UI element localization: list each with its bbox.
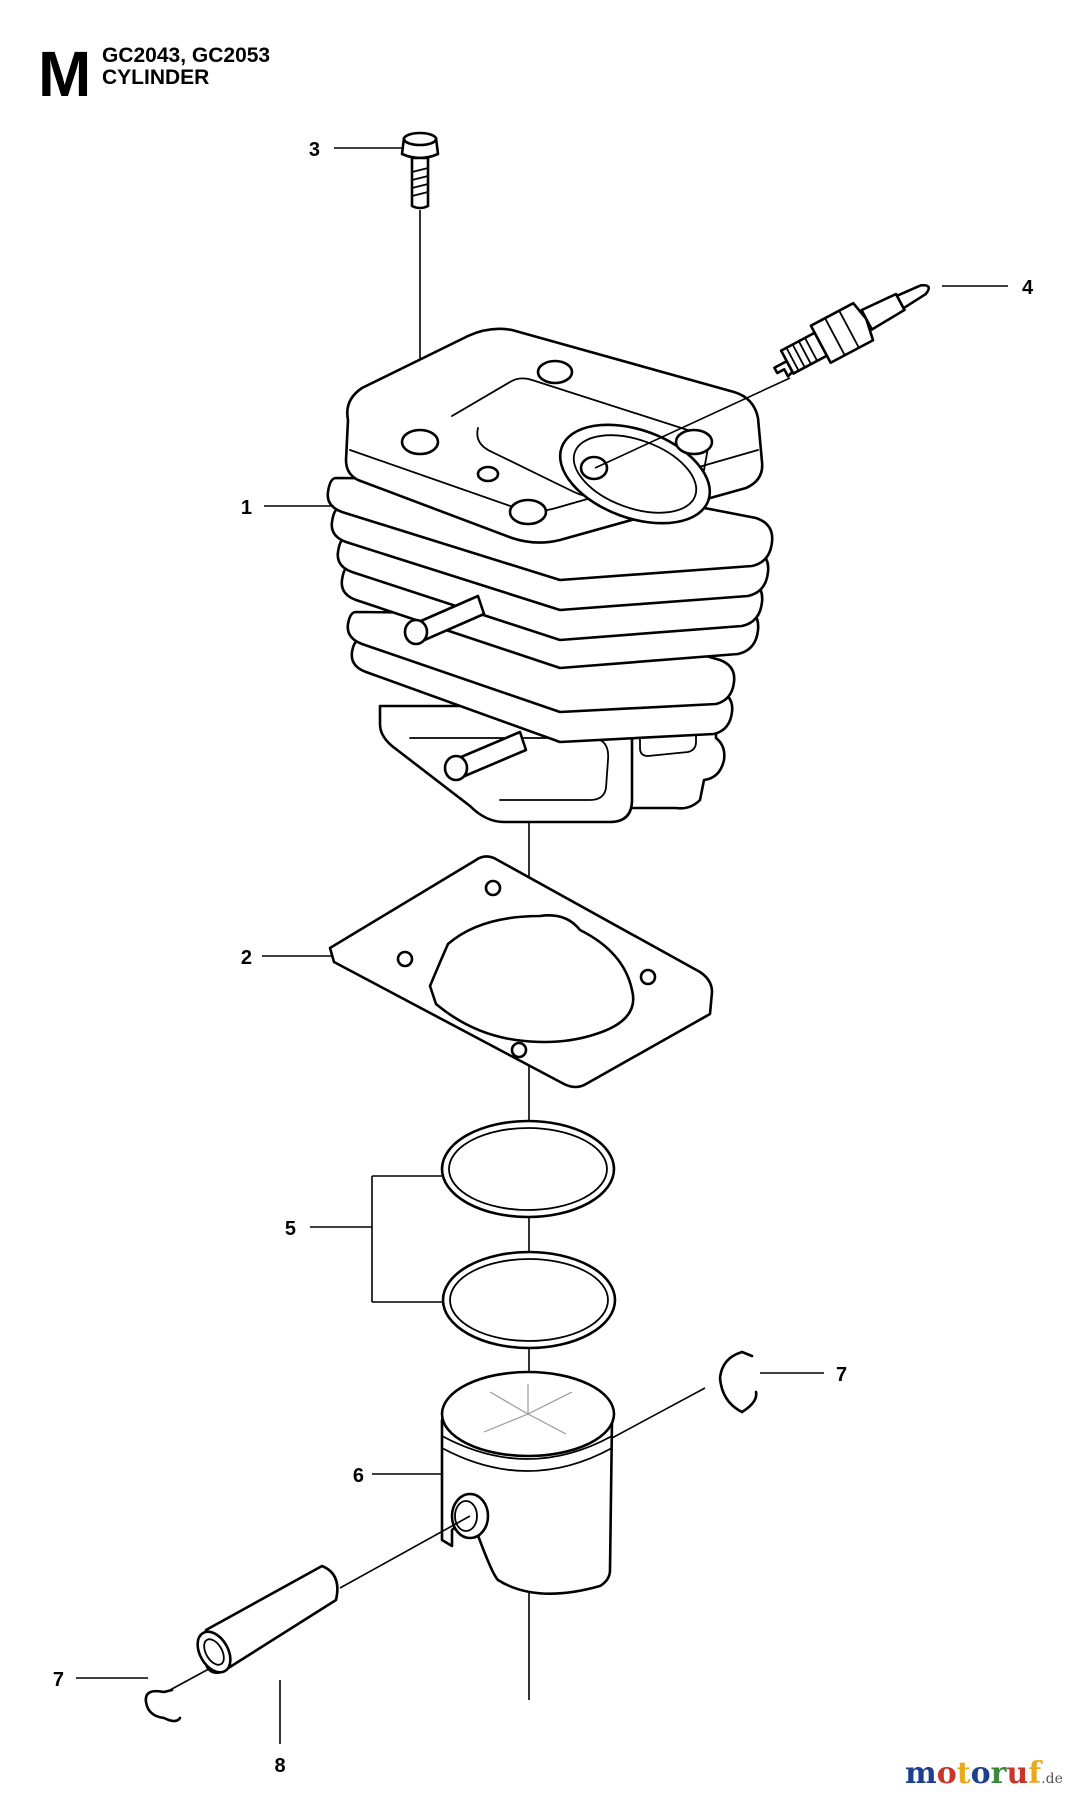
watermark-tld: .de xyxy=(1041,1771,1063,1787)
gasket-hole-top xyxy=(484,879,502,897)
circlip-left[interactable] xyxy=(144,1688,182,1723)
callout-7-left: 7 xyxy=(53,1669,64,1691)
spark-plug-hex xyxy=(809,301,875,365)
watermark-letter: u xyxy=(1006,1756,1029,1791)
callout-5: 5 xyxy=(285,1218,296,1240)
circlip-right[interactable] xyxy=(718,1350,758,1414)
callout-2: 2 xyxy=(241,947,252,969)
piston-ring-groove-1 xyxy=(441,1435,613,1460)
watermark-letter: t xyxy=(956,1756,971,1791)
watermark-letter: m xyxy=(905,1756,937,1791)
spark-plug-terminal xyxy=(895,283,931,310)
watermark-letter: f xyxy=(1028,1756,1042,1791)
gasket-bore xyxy=(428,914,635,1044)
head-bolt-hole-2 xyxy=(536,359,574,385)
section-letter: M xyxy=(38,38,92,110)
spark-plug-hex-edges xyxy=(824,309,860,357)
screw-shank xyxy=(410,156,430,210)
spark-plug-boss xyxy=(558,423,712,525)
head-bolt-hole-1 xyxy=(400,428,440,456)
piston-crown-marks xyxy=(483,1384,573,1435)
page-title: CYLINDER xyxy=(102,66,210,89)
callout-7-right: 7 xyxy=(836,1364,847,1386)
gasket-hole-left xyxy=(396,950,414,968)
circlip-left-shape xyxy=(144,1688,182,1723)
piston-ring-lower-outer xyxy=(441,1250,617,1350)
piston-pin-bore-inner xyxy=(454,1500,478,1532)
spark-plug[interactable] xyxy=(765,268,938,387)
screw-thread xyxy=(411,167,429,197)
piston-ring-groove-2 xyxy=(441,1447,613,1472)
cylinder-screw[interactable] xyxy=(400,131,440,210)
head-bolt-hole-4 xyxy=(508,498,548,526)
cylinder[interactable] xyxy=(326,327,774,824)
piston-ring-upper-outer xyxy=(440,1119,616,1219)
spark-plug-boss-inner xyxy=(572,434,698,514)
gasket-hole-bottom xyxy=(510,1041,528,1059)
piston-pin[interactable] xyxy=(191,1564,339,1678)
spark-plug-insulator xyxy=(860,292,906,331)
callout-6: 6 xyxy=(353,1465,364,1487)
spark-plug-axis-line xyxy=(594,377,791,469)
callout-8: 8 xyxy=(274,1755,285,1777)
head-bolt-hole-3 xyxy=(674,428,714,456)
piston-rings[interactable] xyxy=(440,1119,617,1350)
piston[interactable] xyxy=(440,1370,616,1595)
callout-4: 4 xyxy=(1022,277,1034,299)
spark-plug-hole xyxy=(579,455,609,481)
head-small-hole xyxy=(476,465,500,483)
screw-head-top xyxy=(402,131,438,147)
watermark-letter: o xyxy=(936,1756,957,1791)
watermark-logo: motoruf.de xyxy=(905,1757,1063,1796)
callout-3: 3 xyxy=(309,139,320,161)
model-numbers: GC2043, GC2053 xyxy=(102,44,271,67)
transfer-tube-upper-end xyxy=(403,618,429,646)
watermark-letter: o xyxy=(970,1756,991,1791)
leader-line-5 xyxy=(310,1175,444,1303)
circlip-right-shape xyxy=(718,1350,758,1414)
transfer-tube-lower-end xyxy=(443,754,469,782)
cylinder-base-gasket[interactable] xyxy=(328,855,714,1089)
gasket-hole-right xyxy=(639,968,657,986)
piston-ring-lower-inner xyxy=(449,1258,609,1342)
spark-plug-thread-lines xyxy=(785,337,819,372)
pin-axis-line-upper xyxy=(611,1387,706,1439)
callout-1: 1 xyxy=(241,497,252,519)
piston-pin-end-inner xyxy=(203,1638,225,1666)
pin-axis-line-lower xyxy=(339,1515,471,1589)
piston-ring-upper-inner xyxy=(448,1127,608,1211)
watermark-letter: r xyxy=(990,1756,1007,1791)
